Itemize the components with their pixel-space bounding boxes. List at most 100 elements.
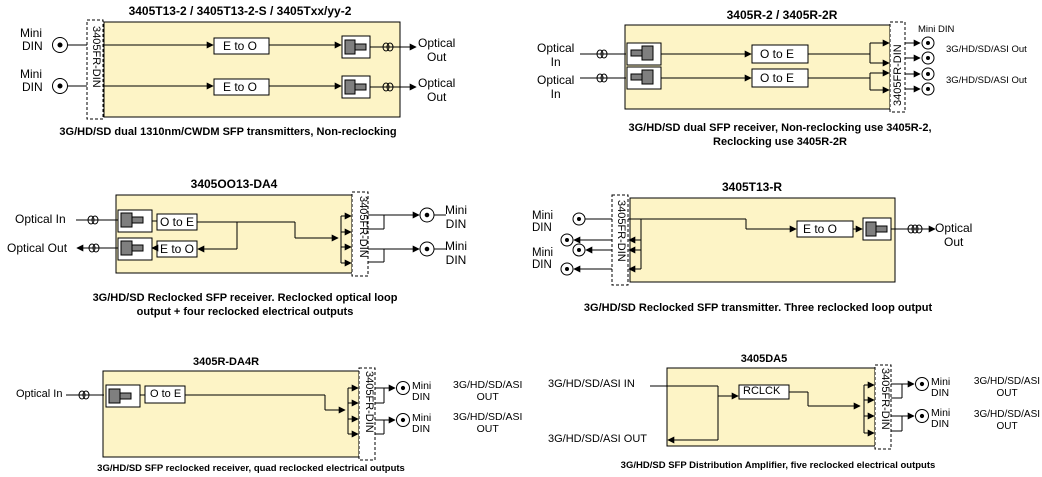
- panel-2-diagram: [580, 21, 935, 113]
- panel-5-caption: 3G/HD/SD SFP reclocked receiver, quad re…: [97, 463, 405, 474]
- bnc-connector-icon: [572, 243, 586, 257]
- input-signal-label: 3G/HD/SD/ASI IN: [548, 378, 635, 390]
- panel-3-module-body: [115, 194, 353, 274]
- sfp-module-icon: [630, 69, 654, 85]
- output-signal-label: 3G/HD/SD/ASI OUT: [548, 433, 648, 445]
- mini-din-label: DIN: [22, 39, 43, 53]
- bnc-connector-icon: [52, 78, 68, 94]
- fiber-coil-icon: [596, 49, 608, 59]
- e-to-o-block: [213, 37, 270, 55]
- panel-2-title: 3405R-2 / 3405R-2R: [726, 8, 838, 22]
- sfp-module-icon: [630, 45, 654, 61]
- optical-in-label: Optical In: [15, 212, 66, 226]
- panel-1-diagram: [52, 19, 417, 120]
- panel-3-caption: 3G/HD/SD Reclocked SFP receiver. Reclock…: [92, 292, 398, 318]
- sfp-module-icon: [120, 240, 144, 256]
- e-to-o-block: [213, 78, 270, 96]
- connector-label: 3405FR-DIN: [879, 368, 891, 430]
- panel-5-module-body: [102, 370, 360, 458]
- sfp-module-icon: [865, 221, 888, 237]
- connector-label: 3405FR-DIN: [892, 44, 904, 106]
- panel-1-title: 3405T13-2 / 3405T13-2-S / 3405Txx/yy-2: [128, 4, 352, 18]
- mini-din-label: Mini: [20, 67, 43, 81]
- panel-3-connector-box: [351, 191, 369, 277]
- bnc-connector-icon: [921, 51, 935, 65]
- optical-in-label: Optical In: [16, 388, 63, 400]
- bnc-connector-icon: [921, 82, 935, 96]
- bnc-connector-icon: [396, 381, 410, 395]
- panel-5-title: 3405R-DA4R: [192, 356, 260, 368]
- panel-2-module-body: [624, 24, 891, 110]
- bnc-connector-icon: [921, 36, 935, 50]
- panel-5-diagram: [66, 367, 410, 461]
- connector-label: 3405FR-DIN: [615, 200, 627, 262]
- panel-6-module-body: [666, 367, 876, 447]
- sfp-module-icon: [344, 39, 367, 55]
- block-label: E to O: [803, 222, 838, 236]
- fiber-coil-icon: [907, 224, 923, 234]
- block-label: RCLCK: [743, 385, 781, 397]
- sfp-module-icon: [120, 212, 144, 228]
- panel-4-caption: 3G/HD/SD Reclocked SFP transmitter. Thre…: [583, 302, 933, 314]
- panel-3-title: 3405OO13-DA4: [190, 177, 278, 191]
- block-label: O to E: [760, 47, 795, 61]
- connector-label: 3405FR-DIN: [90, 26, 102, 88]
- panel-3-diagram: [76, 191, 446, 277]
- panel-6-diagram: [650, 364, 929, 450]
- block-label: O to E: [760, 71, 795, 85]
- block-label: O to E: [160, 215, 195, 229]
- panel-5-connector-box: [358, 367, 376, 461]
- fiber-coil-icon: [596, 73, 608, 83]
- connector-label: 3405FR-DIN: [363, 371, 375, 433]
- panel-1-caption: 3G/HD/SD dual 1310nm/CWDM SFP transmitte…: [59, 126, 397, 138]
- panel-4-diagram: [560, 194, 936, 286]
- panel-6-title: 3405DA5: [740, 353, 788, 365]
- panel-4-title: 3405T13-R: [721, 180, 783, 194]
- bnc-connector-icon: [560, 262, 574, 276]
- fiber-coil-icon: [78, 390, 90, 400]
- optical-out-label: Optical Out: [7, 241, 68, 255]
- fiber-coil-icon: [382, 82, 394, 92]
- panel-1-connector-box: [86, 19, 104, 120]
- bnc-connector-icon: [915, 377, 929, 391]
- bnc-connector-icon: [52, 37, 68, 53]
- bnc-connector-icon: [921, 67, 935, 81]
- block-label: E to O: [223, 39, 258, 53]
- mini-din-label: Mini: [20, 26, 43, 40]
- output-signal-label: 3G/HD/SD/ASI Out: [946, 44, 1027, 55]
- block-label: E to O: [223, 80, 258, 94]
- fiber-coil-icon: [87, 215, 99, 225]
- bnc-connector-icon: [396, 413, 410, 427]
- fiber-coil-icon: [88, 243, 100, 253]
- panel-4-module-body: [629, 197, 896, 283]
- block-label: O to E: [150, 388, 182, 400]
- bnc-connector-icon: [560, 233, 574, 247]
- fiber-coil-icon: [382, 42, 394, 52]
- mini-din-label: DIN: [22, 80, 43, 94]
- block-label: E to O: [160, 242, 195, 256]
- sfp-module-icon: [344, 79, 367, 95]
- bnc-connector-icon: [915, 409, 929, 423]
- bnc-connector-icon: [419, 241, 435, 257]
- panel-6-connector-box: [874, 364, 892, 450]
- sfp-module-icon: [108, 388, 132, 404]
- connector-label: 3405FR-DIN: [357, 196, 369, 258]
